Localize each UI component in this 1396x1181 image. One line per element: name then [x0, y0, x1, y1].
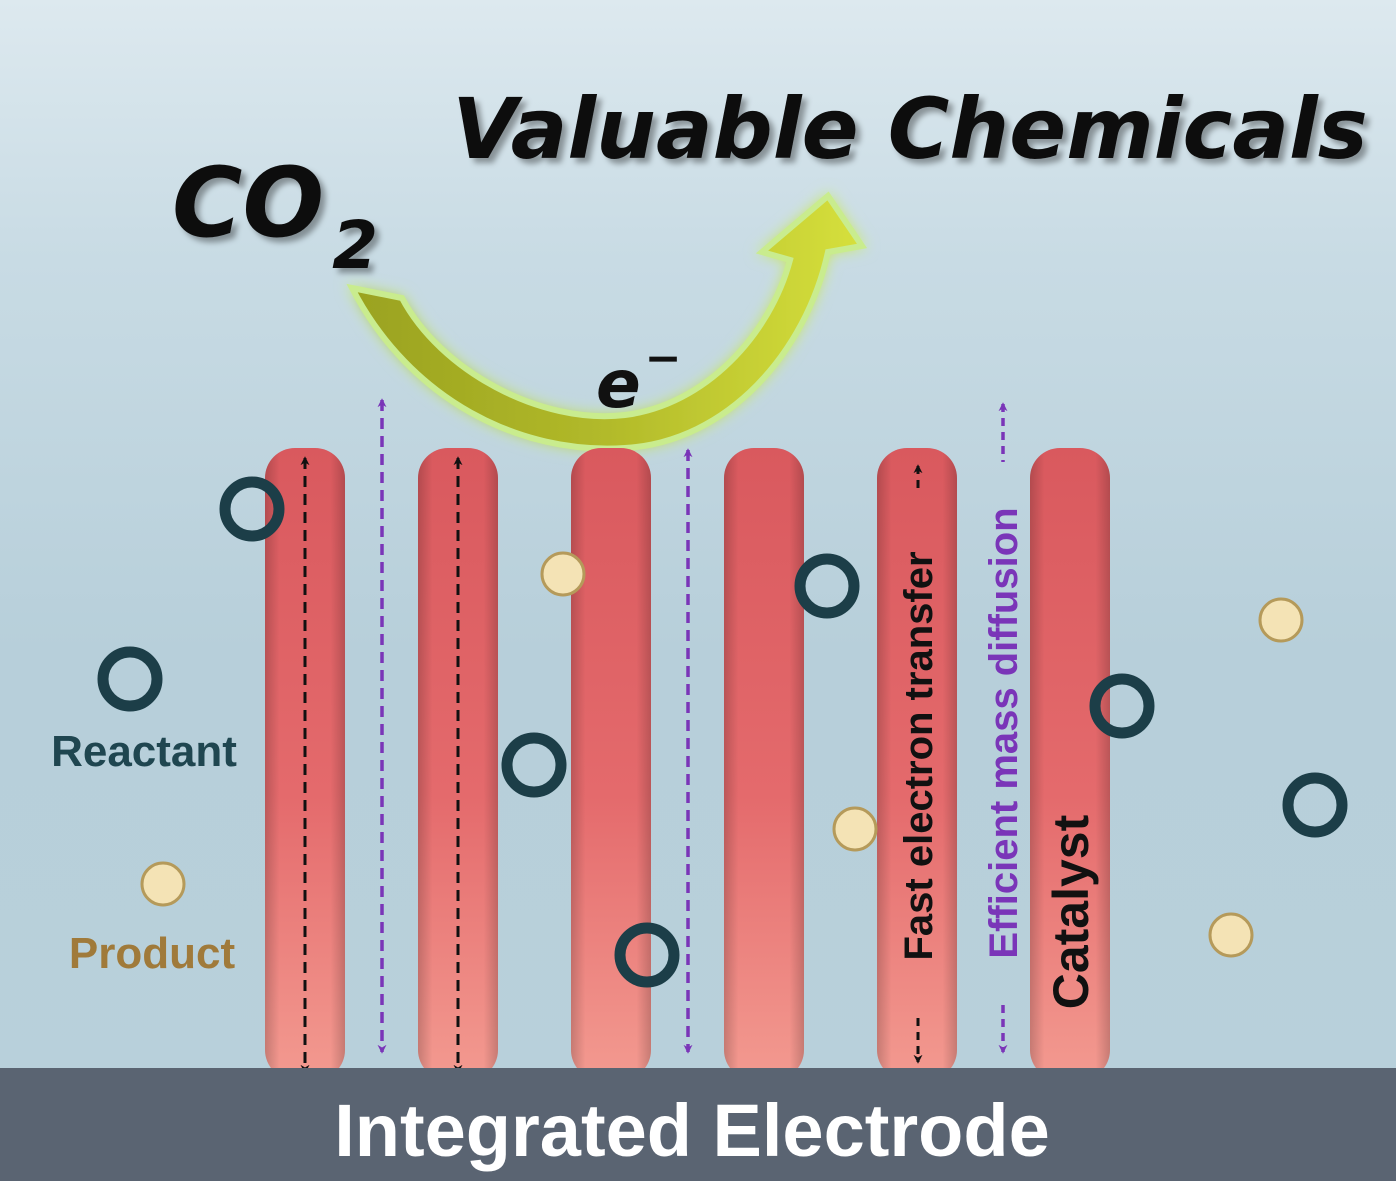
product-molecules [140, 551, 1304, 958]
catalyst-rod-shade [877, 448, 957, 1080]
product-icon [540, 551, 586, 597]
product-icon [1208, 912, 1254, 958]
reactant-icon [794, 553, 860, 619]
fast-electron-transfer-label: Fast electron transfer [897, 551, 941, 960]
mass-diffusion-arrows [377, 398, 693, 1054]
reactant-label: Reactant [51, 727, 237, 776]
reactant-molecules [97, 476, 1348, 988]
reaction-arrow [346, 191, 868, 452]
reactant-icon [97, 646, 163, 712]
product-icon [832, 806, 878, 852]
product-icon [140, 861, 186, 907]
reactant-icon [1089, 673, 1155, 739]
reactant-icon [1282, 772, 1348, 838]
electrode-label: Integrated Electrode [334, 1089, 1050, 1172]
electrode-base [0, 1068, 1396, 1181]
reactant-icon [219, 476, 285, 542]
legend-arrows [913, 402, 1008, 1064]
efficient-mass-diffusion-label: Efficient mass diffusion [982, 507, 1026, 958]
catalyst-rod-shade [1030, 448, 1110, 1080]
catalyst-label: Catalyst [1043, 814, 1099, 1009]
reactant-icon [501, 732, 567, 798]
electron-transfer-arrows [300, 456, 463, 1074]
reaction-arrow-icon [346, 191, 868, 452]
catalyst-rod-shade [724, 448, 804, 1080]
catalyst-rod-shade [571, 448, 651, 1080]
electron-label: e− [596, 333, 682, 423]
product-label: Product [69, 929, 236, 978]
product-icon [1258, 597, 1304, 643]
title: Valuable Chemicals [452, 80, 1368, 178]
reactant-icon [614, 922, 680, 988]
